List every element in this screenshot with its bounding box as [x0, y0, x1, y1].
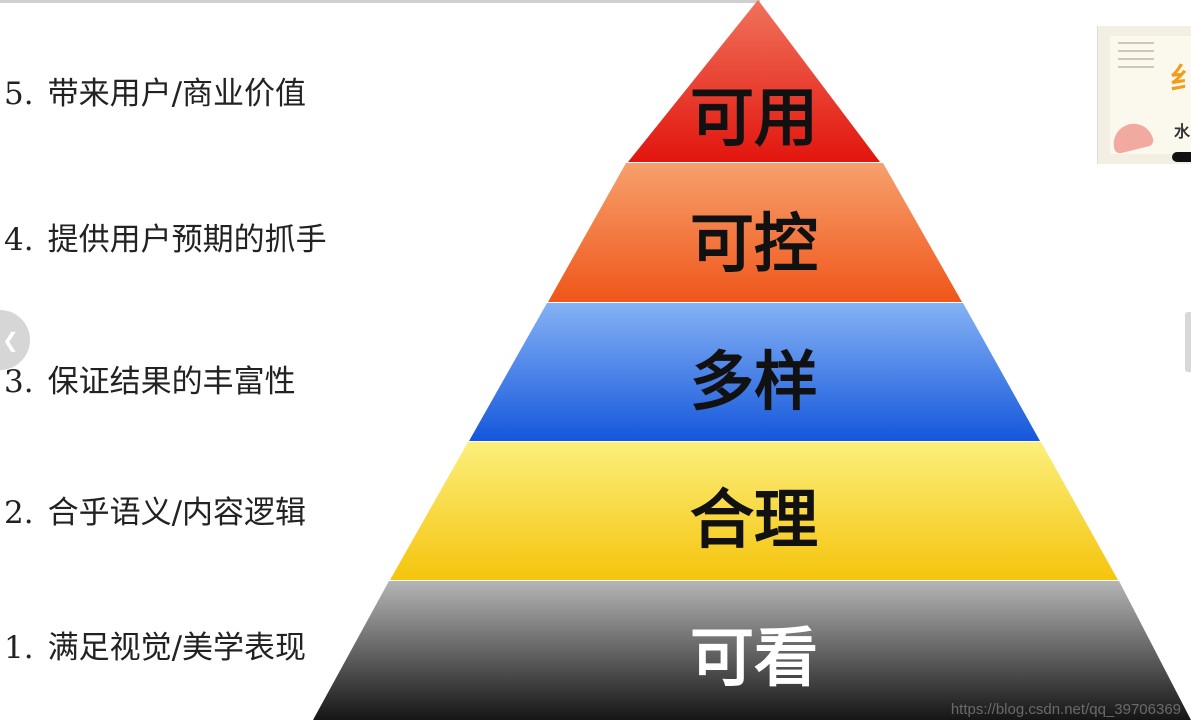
list-item-text: 合乎语义/内容逻辑 [47, 495, 307, 531]
list-item-number: 4. [4, 222, 34, 258]
list-item-number: 5. [4, 76, 34, 112]
thumbnail-line [1118, 66, 1154, 68]
list-item-3: 3. 保证结果的丰富性 [4, 356, 296, 401]
list-item-number: 1. [4, 630, 34, 666]
pyramid-layer-diverse [469, 303, 1040, 441]
watermark-url: https://blog.csdn.net/qq_39706369 [950, 701, 1181, 718]
list-item-number: 3. [4, 364, 34, 400]
list-item-text: 带来用户/商业价值 [47, 76, 307, 112]
list-item-text: 提供用户预期的抓手 [47, 222, 327, 258]
pyramid-layer-reasonable [390, 442, 1118, 580]
next-slide-handle[interactable] [1185, 312, 1191, 372]
pyramid-layer-usable [628, 0, 880, 162]
thumbnail-subtitle-char: 水 [1174, 122, 1191, 141]
list-item-4: 4. 提供用户预期的抓手 [4, 214, 327, 259]
thumbnail-line [1118, 42, 1154, 44]
layer-label-diverse: 多样 [690, 346, 818, 420]
layer-label-controllable: 可控 [690, 208, 818, 282]
layer-label-viewable: 可看 [690, 622, 818, 696]
list-item-text: 保证结果的丰富性 [47, 364, 296, 400]
layer-label-reasonable: 合理 [690, 484, 818, 558]
list-item-text: 满足视觉/美学表现 [47, 630, 307, 666]
list-item-2: 2. 合乎语义/内容逻辑 [4, 487, 306, 532]
layer-label-usable: 可用 [690, 82, 818, 156]
pyramid-layer-controllable [548, 163, 962, 302]
thumbnail-line [1118, 58, 1154, 60]
thumbnail-button [1172, 152, 1191, 162]
chevron-left-icon: ❮ [2, 328, 19, 352]
pyramid-layer-viewable [313, 581, 1191, 720]
list-item-number: 2. [4, 495, 34, 531]
thumbnail-line [1118, 50, 1154, 52]
side-thumbnail[interactable]: 纟 水 [1097, 26, 1191, 164]
thumbnail-title-char: 纟 [1170, 54, 1191, 98]
list-item-5: 5. 带来用户/商业价值 [4, 68, 306, 113]
list-item-1: 1. 满足视觉/美学表现 [4, 622, 306, 667]
top-rule [0, 0, 760, 3]
